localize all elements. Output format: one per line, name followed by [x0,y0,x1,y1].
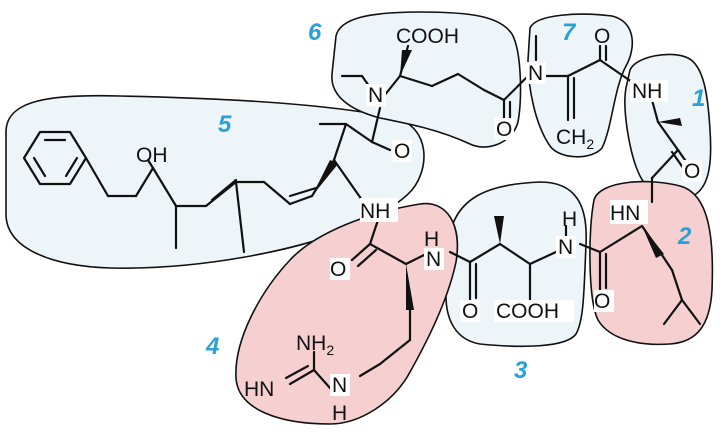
fragment-5-region [5,94,425,269]
wedge-bond-fragment3 [494,216,504,244]
atom-oh-fragment5: OH [136,144,168,167]
atom-n-fragment4: N [426,248,441,271]
wedge-bond-fragment1 [658,118,682,126]
atom-h-guanidine: H [332,402,347,425]
atom-cooh-fragment3: COOH [496,300,559,323]
atom-n-fragment7: N [528,62,543,85]
fragment-number-2: 2 [677,223,692,250]
wedge-bond-fragment2 [642,226,664,258]
atom-nh-fragment1: NH [632,80,662,103]
atom-n-fragment6: N [368,84,383,107]
atom-o-fragment5: O [394,140,410,163]
atom-hn-guanidine: HN [244,378,274,401]
fragment-number-6: 6 [308,19,322,46]
atom-cooh-top: COOH [396,25,459,48]
atom-ch2-fragment7: CH2 [556,126,594,152]
atom-o-fragment1: O [684,160,700,183]
atom-n-guanidine: N [332,374,347,397]
atom-nh-fragment5: NH [360,200,390,223]
fragment-4-region [235,202,459,425]
fragment-number-1: 1 [692,85,705,112]
atom-h-fragment3: H [562,208,577,231]
atom-o-fragment2: O [594,290,610,313]
fragment-numbers: 1 2 3 4 5 6 7 [205,19,705,384]
fragment-number-4: 4 [205,333,219,360]
atom-o-fragment4: O [330,258,346,281]
atom-n-fragment3: N [558,236,573,259]
fragment-2-region [589,180,714,346]
fragment-number-7: 7 [562,19,577,46]
bond-skeleton [22,34,702,390]
wedge-bond-fragment5 [312,160,338,196]
atom-labels: COOH N O O N CH2 NH O HN O O OH NH O H N… [136,25,702,425]
atom-hn-fragment2: HN [610,202,640,225]
atom-h-fragment4: H [424,228,439,251]
atom-o-fragment3: O [462,300,478,323]
atom-nh2-guanidine: NH2 [296,332,334,358]
wedge-bond-fragment4 [406,264,414,310]
fragment-number-3: 3 [514,357,528,384]
atom-o-fragment6: O [496,118,512,141]
wedge-bond-fragment6 [400,50,412,76]
atom-o-ketone7: O [594,25,610,48]
fragment-number-5: 5 [218,111,232,138]
